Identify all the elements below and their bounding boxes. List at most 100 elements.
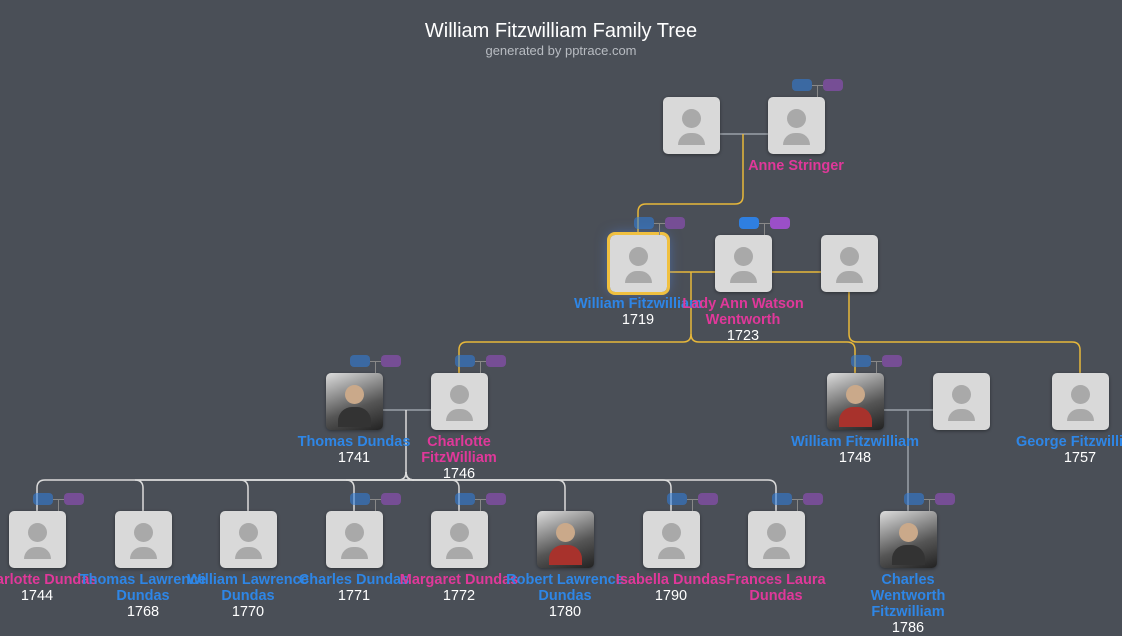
expand-spouse-button[interactable] xyxy=(882,355,902,367)
person-name[interactable]: Thomas Dundas xyxy=(297,434,411,450)
person-placeholder-icon[interactable] xyxy=(932,373,990,430)
connector-line xyxy=(637,134,744,235)
expand-parents-button[interactable] xyxy=(851,355,871,367)
portrait-photo[interactable] xyxy=(325,373,383,430)
person-name[interactable]: William Fitzwilliam xyxy=(791,434,919,450)
connector-line xyxy=(134,471,415,511)
person-placeholder-icon[interactable] xyxy=(114,511,172,568)
person-name[interactable]: Thomas Lawrence Dundas xyxy=(79,572,207,604)
person-name[interactable]: Frances Laura Dundas xyxy=(726,572,826,604)
person-placeholder-icon[interactable] xyxy=(747,511,805,568)
person-name[interactable]: Charlotte FitzWilliam xyxy=(421,434,497,466)
person-node[interactable] xyxy=(896,373,1026,430)
person-name[interactable]: William Lawrence Dundas xyxy=(187,572,309,604)
connector-line xyxy=(458,272,692,373)
person-node[interactable] xyxy=(626,97,756,154)
expand-parents-button[interactable] xyxy=(792,79,812,91)
person-placeholder-icon[interactable] xyxy=(8,511,66,568)
person-year: 1780 xyxy=(548,604,582,620)
expand-parents-button[interactable] xyxy=(634,217,654,229)
connector-line xyxy=(239,471,415,511)
expand-parents-button[interactable] xyxy=(350,355,370,367)
expand-spouse-button[interactable] xyxy=(823,79,843,91)
person-placeholder-icon[interactable] xyxy=(1051,373,1109,430)
person-name[interactable]: Robert Lawrence Dundas xyxy=(506,572,624,604)
person-name[interactable]: Anne Stringer xyxy=(748,158,844,174)
person-name[interactable]: Isabella Dundas xyxy=(615,572,727,588)
person-year: 1746 xyxy=(442,466,476,482)
expand-parents-button[interactable] xyxy=(455,493,475,505)
person-year: 1723 xyxy=(726,328,760,344)
expand-spouse-button[interactable] xyxy=(803,493,823,505)
person-year: 1786 xyxy=(891,620,925,636)
expand-parents-button[interactable] xyxy=(904,493,924,505)
person-year: 1741 xyxy=(337,450,371,466)
connector-line xyxy=(848,292,1081,373)
person-placeholder-icon[interactable] xyxy=(714,235,772,292)
expand-spouse-button[interactable] xyxy=(486,493,506,505)
portrait-photo[interactable] xyxy=(826,373,884,430)
person-placeholder-icon[interactable] xyxy=(820,235,878,292)
person-name[interactable]: Lady Ann Watson Wentworth xyxy=(682,296,804,328)
expand-parents-button[interactable] xyxy=(667,493,687,505)
person-year: 1768 xyxy=(126,604,160,620)
person-year: 1771 xyxy=(337,588,371,604)
expand-spouse-button[interactable] xyxy=(381,355,401,367)
person-placeholder-icon[interactable] xyxy=(219,511,277,568)
expand-spouse-button[interactable] xyxy=(935,493,955,505)
person-node[interactable] xyxy=(784,235,914,292)
expand-spouse-button[interactable] xyxy=(770,217,790,229)
person-node[interactable]: George Fitzwilliam1757 xyxy=(1015,373,1122,466)
person-name[interactable]: Charlotte Dundas xyxy=(0,572,98,588)
person-year: 1757 xyxy=(1063,450,1097,466)
person-year: 1772 xyxy=(442,588,476,604)
person-placeholder-icon[interactable] xyxy=(325,511,383,568)
person-placeholder-icon[interactable] xyxy=(430,511,488,568)
person-placeholder-icon[interactable] xyxy=(642,511,700,568)
expand-spouse-button[interactable] xyxy=(698,493,718,505)
portrait-photo[interactable] xyxy=(879,511,937,568)
person-year: 1790 xyxy=(654,588,688,604)
person-node[interactable]: Anne Stringer xyxy=(731,97,861,174)
person-placeholder-icon[interactable] xyxy=(606,232,670,295)
expand-parents-button[interactable] xyxy=(739,217,759,229)
person-name[interactable]: Charles Dundas xyxy=(298,572,410,588)
expand-spouse-button[interactable] xyxy=(486,355,506,367)
person-placeholder-icon[interactable] xyxy=(662,97,720,154)
expand-parents-button[interactable] xyxy=(33,493,53,505)
expand-parents-button[interactable] xyxy=(350,493,370,505)
person-year: 1744 xyxy=(20,588,54,604)
person-placeholder-icon[interactable] xyxy=(767,97,825,154)
expand-spouse-button[interactable] xyxy=(665,217,685,229)
expand-spouse-button[interactable] xyxy=(64,493,84,505)
portrait-photo[interactable] xyxy=(536,511,594,568)
person-placeholder-icon[interactable] xyxy=(430,373,488,430)
expand-spouse-button[interactable] xyxy=(381,493,401,505)
expand-parents-button[interactable] xyxy=(455,355,475,367)
person-name[interactable]: George Fitzwilliam xyxy=(1015,434,1122,450)
person-node[interactable]: Frances Laura Dundas xyxy=(711,511,841,604)
person-year: 1719 xyxy=(621,312,655,328)
person-name[interactable]: William Fitzwilliam xyxy=(574,296,702,312)
page-subtitle: generated by pptrace.com xyxy=(485,43,637,58)
connector-line xyxy=(690,333,856,373)
expand-parents-button[interactable] xyxy=(772,493,792,505)
connector-line xyxy=(405,471,777,511)
person-name[interactable]: Charles Wentworth Fitzwilliam xyxy=(870,572,946,620)
person-name[interactable]: Margaret Dundas xyxy=(399,572,519,588)
person-year: 1748 xyxy=(838,450,872,466)
